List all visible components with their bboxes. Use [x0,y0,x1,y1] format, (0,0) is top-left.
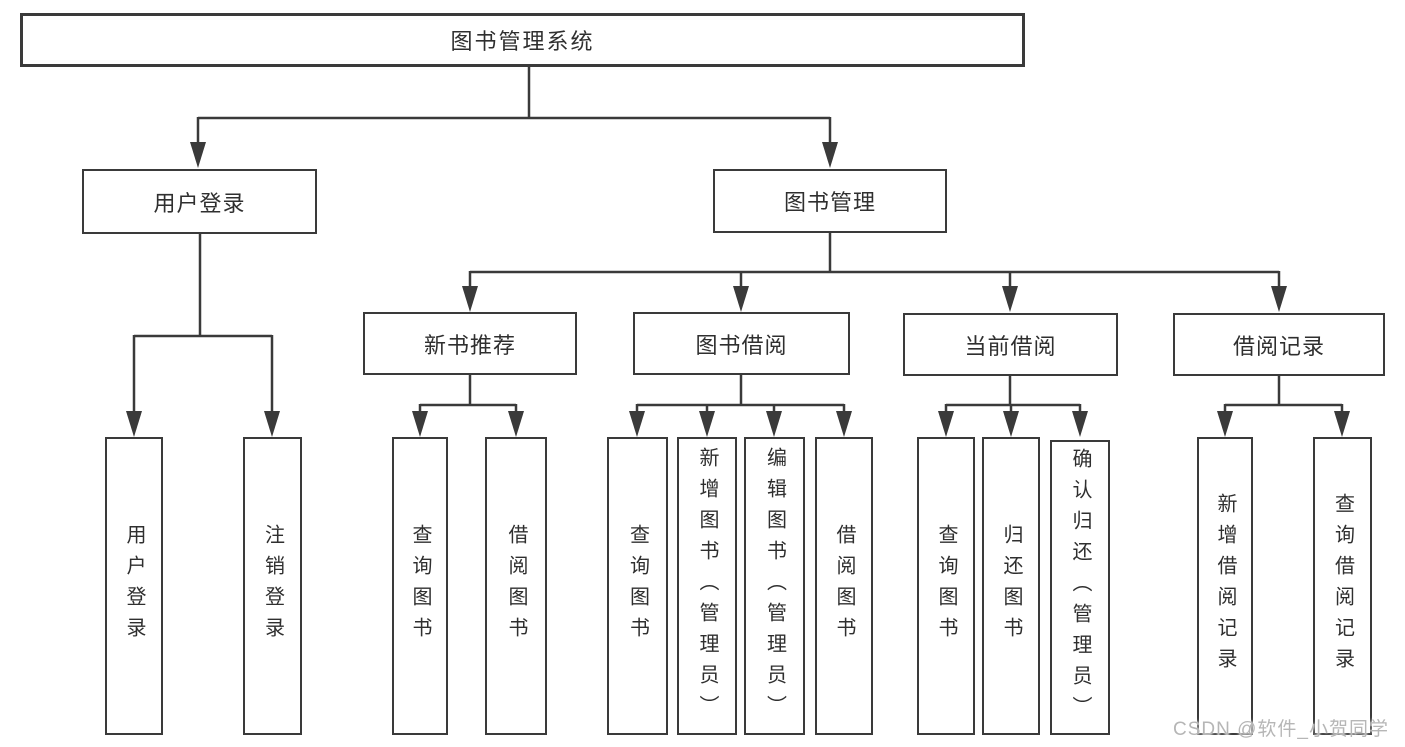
node-label: 编辑图书（管理员） [763,446,786,726]
leaf-current-return-books: 归还图书 [982,437,1040,735]
node-label: 图书管理 [783,190,876,215]
leaf-borrow-edit-books-admin: 编辑图书（管理员） [744,437,805,735]
leaf-records-add-record: 新增借阅记录 [1197,437,1253,735]
leaf-user-login: 用户登录 [105,437,163,735]
node-label: 查询图书 [409,524,431,648]
node-label: 借阅图书 [833,524,855,648]
node-book-borrow: 图书借阅 [633,312,850,375]
node-label: 借阅图书 [505,524,527,648]
leaf-borrow-query-books: 查询图书 [607,437,668,735]
node-label: 注销登录 [261,524,284,648]
node-label: 查询图书 [626,524,649,648]
node-new-book-recommend: 新书推荐 [363,312,577,375]
leaf-recommend-borrow-books: 借阅图书 [485,437,547,735]
node-label: 确认归还（管理员） [1069,448,1091,727]
node-label: 新书推荐 [423,332,516,358]
leaf-current-query-books: 查询图书 [917,437,975,735]
node-label: 新增借阅记录 [1214,493,1236,679]
node-label: 当前借阅 [964,333,1057,359]
node-label: 新增图书（管理员） [696,446,718,726]
node-label: 图书管理系统 [450,29,595,54]
node-label: 查询图书 [935,524,957,648]
leaf-records-query-record: 查询借阅记录 [1313,437,1372,735]
node-label: 用户登录 [123,524,145,648]
node-root: 图书管理系统 [20,13,1025,67]
leaf-recommend-query-books: 查询图书 [392,437,448,735]
leaf-logout: 注销登录 [243,437,302,735]
node-label: 借阅记录 [1232,333,1325,359]
node-label: 图书借阅 [695,332,788,358]
node-borrow-records: 借阅记录 [1173,313,1385,376]
node-label: 归还图书 [1000,524,1022,648]
leaf-current-confirm-return-admin: 确认归还（管理员） [1050,440,1110,735]
leaf-borrow-borrow-books: 借阅图书 [815,437,873,735]
watermark: CSDN @软件_小贺同学 [1173,719,1389,740]
node-current-borrow: 当前借阅 [903,313,1118,376]
node-user-login: 用户登录 [82,169,317,234]
leaf-borrow-add-books-admin: 新增图书（管理员） [677,437,737,735]
node-book-management: 图书管理 [713,169,947,233]
node-label: 用户登录 [153,190,246,216]
node-label: 查询借阅记录 [1331,493,1354,679]
